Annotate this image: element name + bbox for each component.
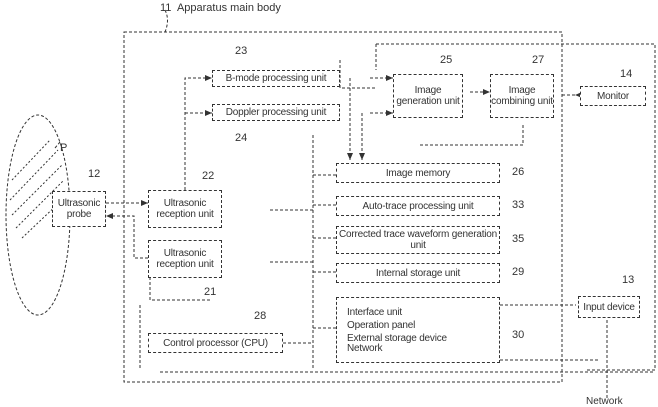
ultrasonic-probe-block: Ultrasonic probe — [52, 191, 106, 227]
reception-bottom-number: 21 — [204, 286, 216, 298]
doppler-number: 24 — [235, 132, 247, 144]
corrected-trace-number: 35 — [512, 233, 524, 245]
input-device-number: 13 — [622, 274, 634, 286]
image-gen-number: 25 — [440, 54, 452, 66]
main-body-label: 11 Apparatus main body — [160, 2, 281, 14]
monitor-number: 14 — [620, 68, 632, 80]
network-label: Network — [586, 396, 623, 407]
autotrace-block: Auto-trace processing unit — [336, 196, 500, 216]
autotrace-number: 33 — [512, 199, 524, 211]
image-memory-block: Image memory — [336, 163, 500, 183]
main-body-title: Apparatus main body — [177, 2, 281, 14]
probe-number: 12 — [88, 168, 100, 180]
image-memory-number: 26 — [512, 166, 524, 178]
ultrasonic-reception-unit-bottom: Ultrasonic reception unit — [148, 240, 222, 278]
main-body-number: 11 — [160, 2, 171, 14]
image-combining-block: Image combining unit — [490, 74, 554, 118]
control-processor-block: Control processor (CPU) — [148, 333, 283, 353]
input-device-block: Input device — [578, 296, 640, 318]
ultrasonic-reception-unit-top: Ultrasonic reception unit — [148, 190, 222, 228]
internal-storage-block: Internal storage unit — [336, 263, 500, 283]
operation-panel-line: Operation panel — [347, 319, 415, 332]
bmode-processing-block: B-mode processing unit — [212, 70, 340, 87]
reception-top-number: 22 — [202, 170, 214, 182]
network-line: Network — [347, 344, 382, 354]
corrected-trace-block: Corrected trace waveform generation unit — [336, 226, 500, 254]
interface-unit-block: Interface unit Operation panel External … — [336, 297, 500, 363]
internal-storage-number: 29 — [512, 266, 524, 278]
monitor-block: Monitor — [580, 86, 646, 106]
control-number: 28 — [254, 310, 266, 322]
interface-number: 30 — [512, 329, 524, 341]
doppler-processing-block: Doppler processing unit — [212, 104, 340, 121]
interface-line: Interface unit — [347, 306, 402, 319]
image-comb-number: 27 — [532, 54, 544, 66]
subject-label: P — [60, 142, 67, 154]
bmode-number: 23 — [235, 45, 247, 57]
image-generation-block: Image generation unit — [393, 74, 463, 118]
